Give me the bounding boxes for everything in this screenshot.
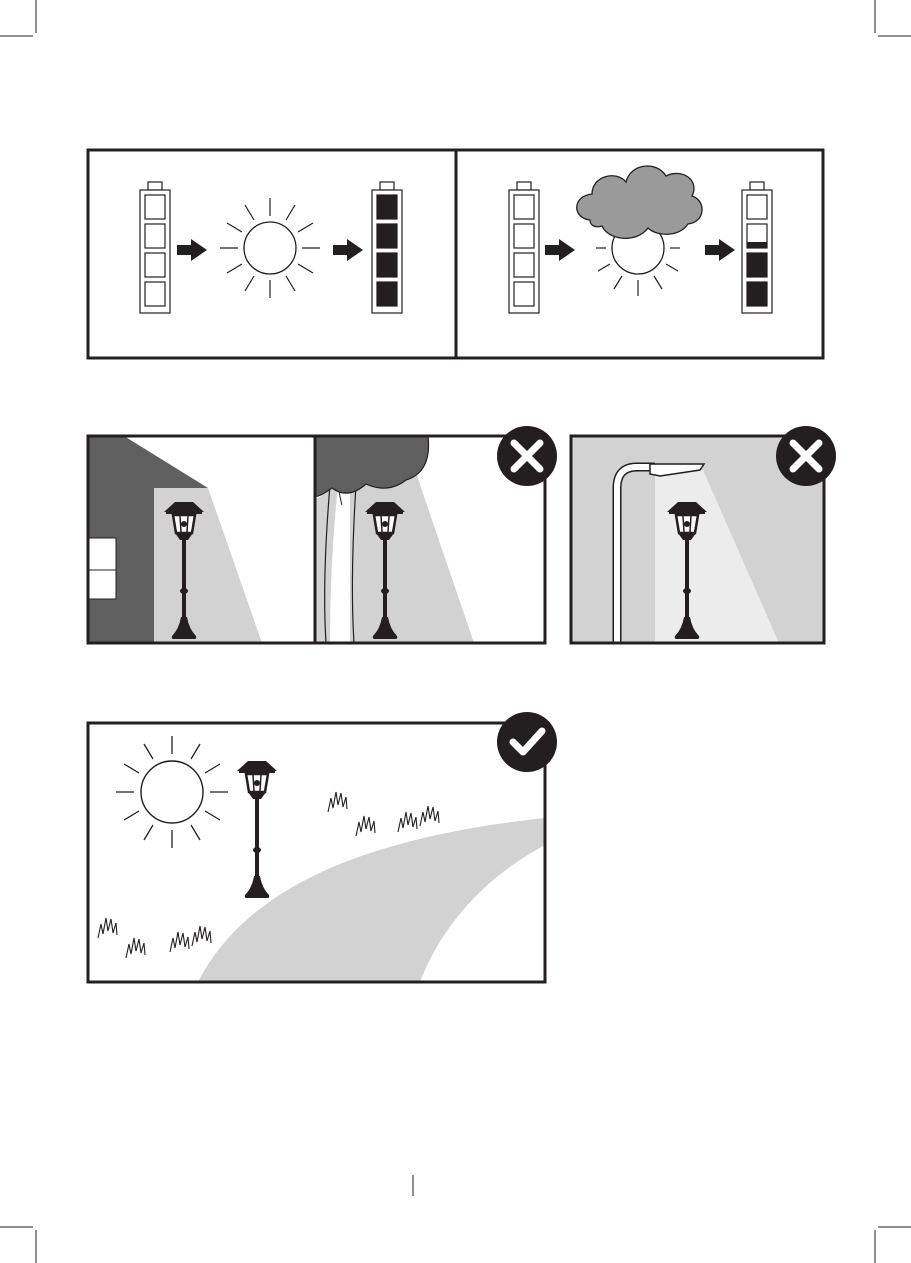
house-shade-scene [88,436,315,643]
battery-partial-icon [742,182,772,313]
cross-mark-icon [497,426,557,486]
battery-empty-icon [140,182,170,313]
check-mark-icon [497,712,557,772]
battery-full-icon [372,182,402,313]
cross-mark-icon [776,426,836,486]
charging-panel-sunny [88,150,456,358]
correct-placement-scene [88,723,545,982]
battery-empty-icon [509,182,539,313]
charging-panel-cloudy [456,150,823,358]
